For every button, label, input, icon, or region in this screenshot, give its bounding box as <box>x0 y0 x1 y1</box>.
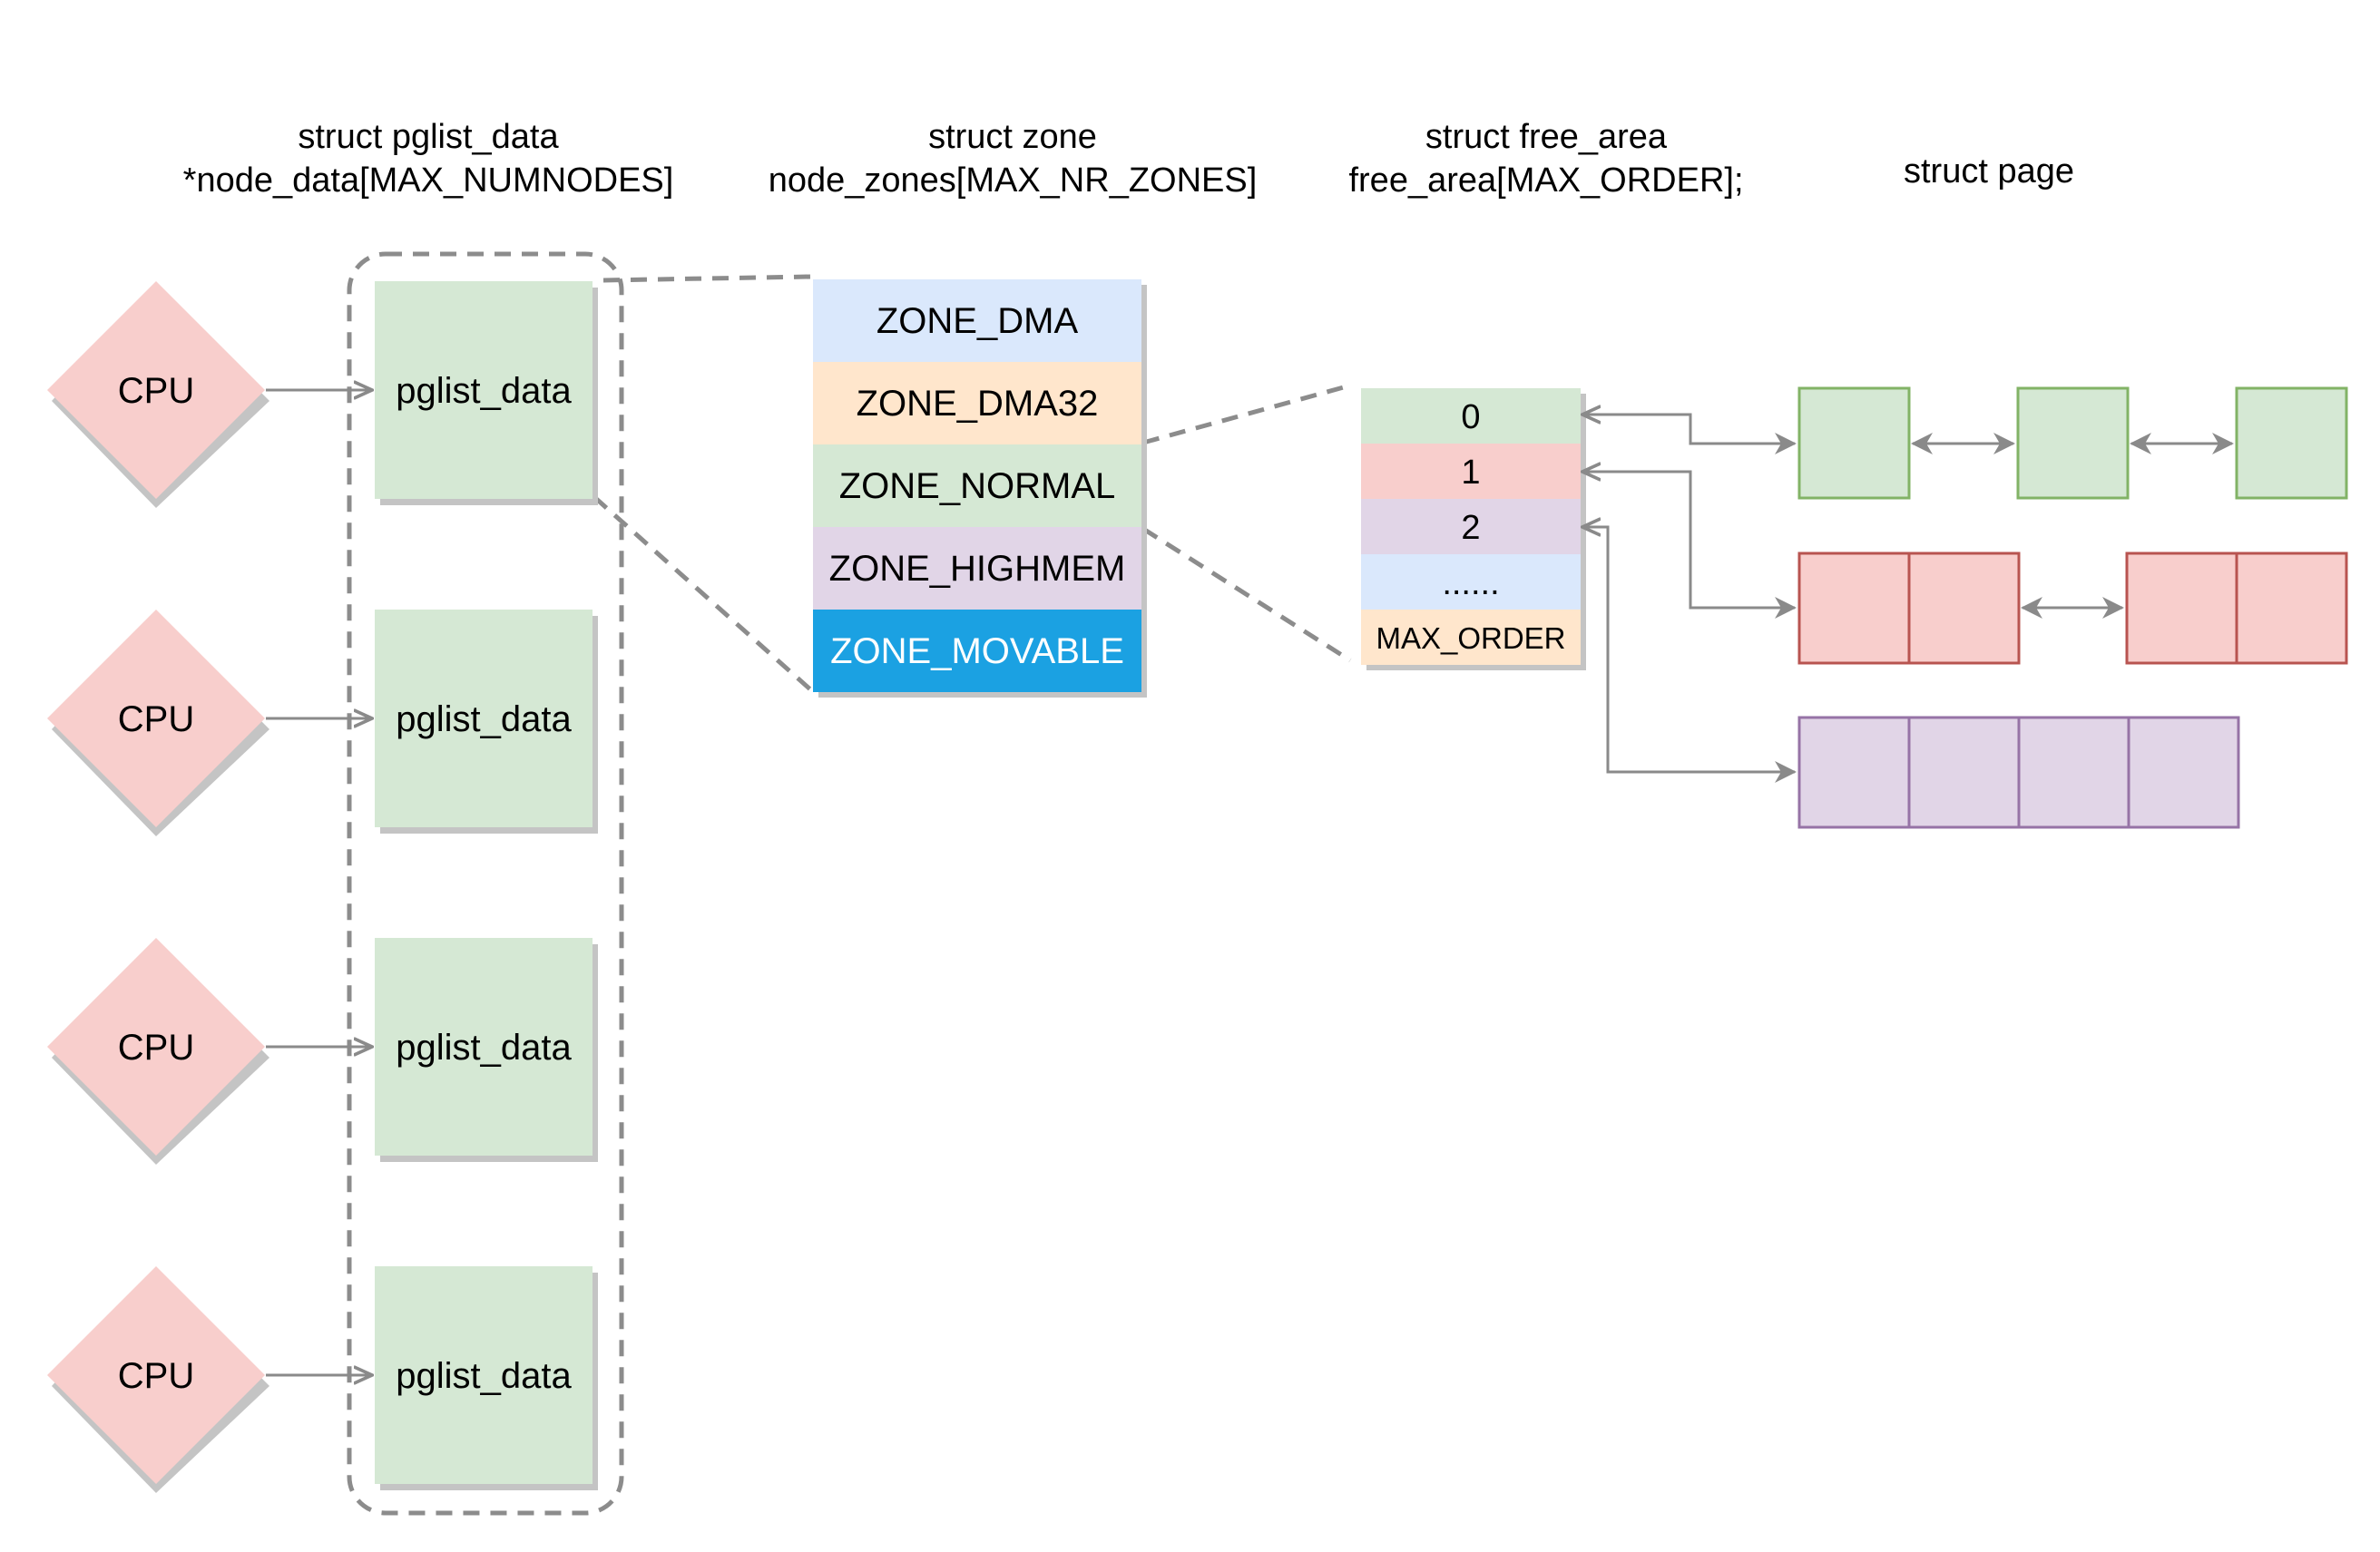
cpu-label: CPU <box>118 699 194 739</box>
header-node-data-line1: struct pglist_data <box>298 118 559 156</box>
page-block-order2-a <box>1797 716 1911 829</box>
free-area-row: ...... <box>1361 554 1581 610</box>
page-block-order2-b <box>1907 716 2021 829</box>
node-3: CPU pglist_data <box>47 1266 598 1493</box>
cpu-diamond <box>47 1266 265 1484</box>
free-area-table: 0 1 2...... MAX_ORDER <box>1361 388 1586 670</box>
free-area-row: 1 <box>1361 444 1581 499</box>
node-data-array-boundary <box>347 251 624 1516</box>
node-1: CPU pglist_data <box>47 610 598 836</box>
zone-row: ZONE_NORMAL <box>813 444 1141 527</box>
zone-row: ZONE_HIGHMEM <box>813 527 1141 610</box>
header-free-area-line1: struct free_area <box>1425 118 1668 156</box>
free-area-row-bg <box>1361 388 1581 444</box>
free-area-row: 0 <box>1361 388 1581 444</box>
pglist-data-box <box>375 1266 593 1484</box>
free-area-row-bg <box>1361 554 1581 610</box>
cpu-diamond <box>47 281 265 499</box>
page-blocks <box>1797 386 2348 829</box>
pglist-data-label: pglist_data <box>396 1028 572 1068</box>
header-zone-line2: node_zones[MAX_NR_ZONES] <box>769 161 1258 200</box>
page-block-order2-d <box>2127 716 2240 829</box>
free-area-row-bg <box>1361 610 1581 665</box>
zone-row-label: ZONE_MOVABLE <box>830 631 1124 671</box>
header-node-data-line2: *node_data[MAX_NUMNODES] <box>183 161 674 200</box>
zone-row: ZONE_DMA <box>813 279 1141 362</box>
page-block-order2-c <box>2017 716 2130 829</box>
cpu-label: CPU <box>118 1356 194 1396</box>
cpu-diamond <box>47 610 265 827</box>
free-area-row: 2 <box>1361 499 1581 554</box>
free-area-row-label: 0 <box>1461 398 1480 436</box>
free-area-row: MAX_ORDER <box>1361 610 1581 665</box>
pglist-data-label: pglist_data <box>396 1356 572 1396</box>
free-area-row-label: 1 <box>1461 454 1480 492</box>
free-area-row-label: 2 <box>1461 509 1480 547</box>
headers: struct pglist_data *node_data[MAX_NUMNOD… <box>183 118 2074 200</box>
page-block-order0-2 <box>2016 386 2130 500</box>
header-zone-line1: struct zone <box>928 118 1097 156</box>
page-block-order0-1 <box>1797 386 1911 500</box>
zone-row-bg <box>813 527 1141 610</box>
free-area-connectors <box>1582 415 1795 772</box>
zone-row-bg <box>813 362 1141 444</box>
zoom-lines-zone <box>593 274 1352 691</box>
page-block-order1-1b <box>1907 551 2021 665</box>
node-0: CPU pglist_data <box>47 281 598 508</box>
header-free-area-line2: free_area[MAX_ORDER]; <box>1348 161 1743 200</box>
page-block-order1-1a <box>1797 551 1911 665</box>
node-2: CPU pglist_data <box>47 938 598 1165</box>
connector-order2 <box>1582 527 1795 772</box>
free-area-row-label: ...... <box>1442 564 1499 602</box>
pglist-data-box <box>375 938 593 1156</box>
pglist-data-box <box>375 281 593 499</box>
zone-row-label: ZONE_NORMAL <box>839 466 1116 506</box>
zone-row-bg <box>813 279 1141 362</box>
zone-row: ZONE_DMA32 <box>813 362 1141 444</box>
pglist-data-label: pglist_data <box>396 699 572 739</box>
page-list-links <box>1911 433 2234 619</box>
page-block-order1-2b <box>2235 551 2348 665</box>
pglist-data-box <box>375 610 593 827</box>
zone-row-bg <box>813 444 1141 527</box>
zone-row: ZONE_MOVABLE <box>813 610 1141 692</box>
page-block-order1-2a <box>2125 551 2238 665</box>
cpu-label: CPU <box>118 371 194 411</box>
free-area-row-bg <box>1361 499 1581 554</box>
zone-row-label: ZONE_DMA32 <box>857 384 1099 424</box>
zone-row-label: ZONE_DMA <box>877 301 1079 341</box>
zone-row-bg <box>813 610 1141 692</box>
free-area-row-label: MAX_ORDER <box>1376 621 1565 655</box>
connector-order1 <box>1582 472 1795 608</box>
cpu-diamond <box>47 938 265 1156</box>
connector-order0 <box>1582 415 1795 444</box>
cpu-label: CPU <box>118 1028 194 1068</box>
pglist-data-label: pglist_data <box>396 371 572 411</box>
zone-row-label: ZONE_HIGHMEM <box>829 549 1126 589</box>
free-area-row-bg <box>1361 444 1581 499</box>
header-page: struct page <box>1904 152 2074 190</box>
page-block-order0-3 <box>2235 386 2348 500</box>
